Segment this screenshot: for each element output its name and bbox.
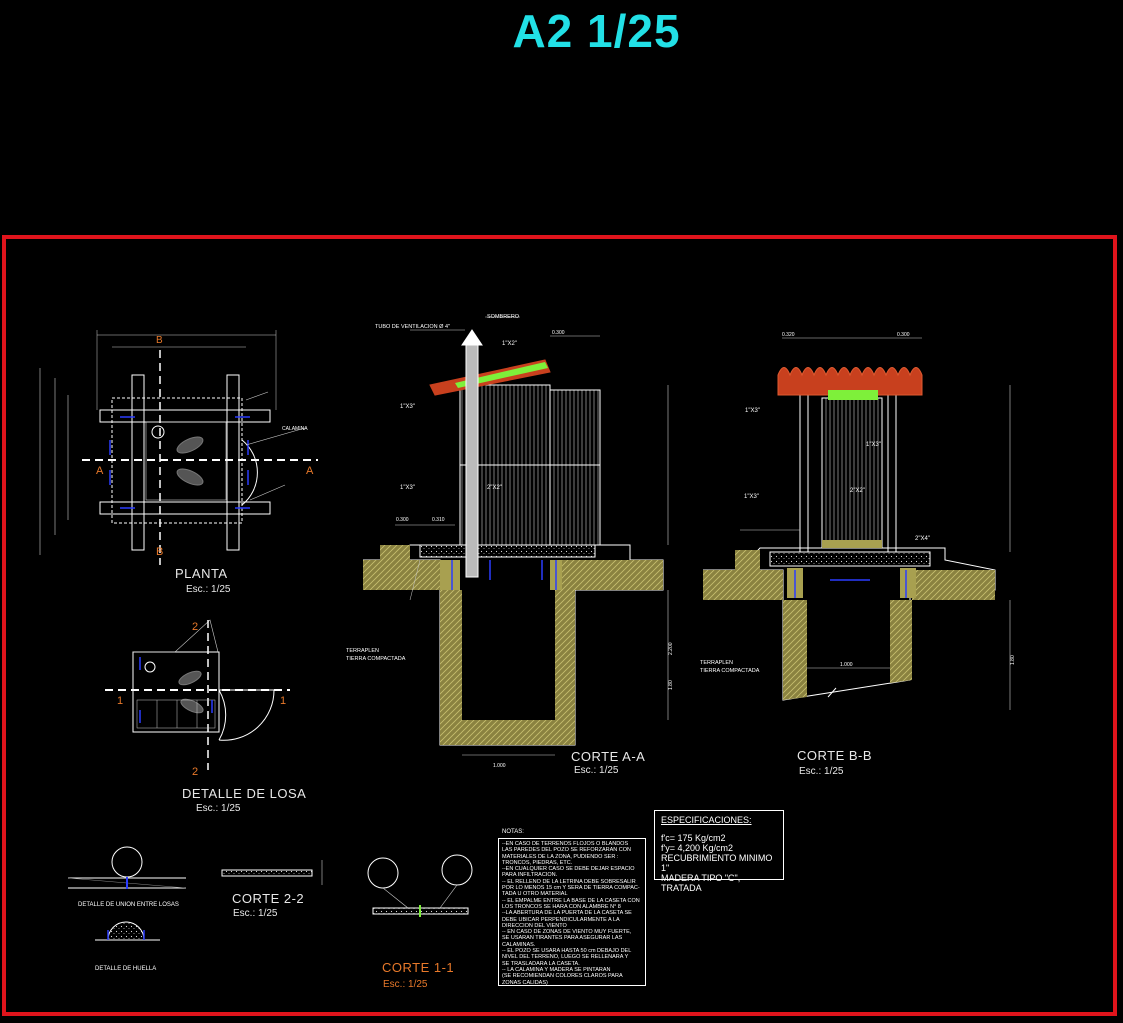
aa-dim-3: 0.300 <box>552 330 565 336</box>
aa-dim-4: 1.000 <box>493 763 506 769</box>
note-line: POR LO MENOS 15 cm Y SERA DE TIERRA COMP… <box>502 885 640 892</box>
corte-aa-scale: Esc.: 1/25 <box>574 765 619 776</box>
corte-aa-title: CORTE A-A <box>571 749 646 764</box>
planta-view <box>39 330 318 565</box>
corte-aa-view <box>363 316 669 756</box>
aa-2x2-label: 2"X2" <box>487 485 502 491</box>
detalle-union-view <box>67 846 187 889</box>
note-line: --EN CUALQUIER CASO SE DEBE DEJAR ESPACI… <box>502 866 635 873</box>
note-line: -- EL RELLENO DE LA LETRINA DEBE SOBRESA… <box>502 878 636 885</box>
aa-1x3-label: 1"X3" <box>400 485 415 491</box>
bb-2x4-label: 2"X4" <box>915 536 930 542</box>
corte-bb-blue-rebar <box>794 570 907 598</box>
note-line: TADA U OTRO MATERIAL <box>502 891 568 898</box>
spec-line: f'y= 4,200 Kg/cm2 <box>661 843 734 853</box>
note-line: PARA INFILTRACION. <box>502 872 558 879</box>
aa-dim-1: 0.300 <box>396 517 409 523</box>
section-mark-2-top: 2 <box>192 621 198 633</box>
planta-title: PLANTA <box>175 566 228 581</box>
spec-line: f'c= 175 Kg/cm2 <box>661 833 726 843</box>
corte-aa-blue-rebar <box>451 560 557 590</box>
aa-dim-5: 1.80 <box>668 680 674 690</box>
aa-tierra-label: TIERRA COMPACTADA <box>346 656 406 662</box>
corte-11-view <box>367 854 473 917</box>
detalle-losa-title: DETALLE DE LOSA <box>182 786 307 801</box>
aa-1x2-label: 1"X2" <box>502 341 517 347</box>
detalle-huella-title: DETALLE DE HUELLA <box>95 966 157 972</box>
note-line: CALAMINAS. <box>502 941 536 948</box>
note-line: NIVEL DEL TERRENO, LUEGO SE RELLENARA Y <box>502 954 629 961</box>
note-line: LOS TRONCOS SE HARA CON ALAMBRE N° 8 <box>502 903 621 910</box>
notes-title: NOTAS: <box>502 829 524 835</box>
corte-bb-scale: Esc.: 1/25 <box>799 766 844 777</box>
aa-terraplen-label: TERRAPLEN <box>346 648 379 654</box>
spec-line: MADERA TIPO "C", TRATADA <box>661 873 741 893</box>
bb-1x3-label-top: 1"X3" <box>745 408 760 414</box>
sombrero-label: SOMBRERO <box>487 314 520 320</box>
corte-bb-title: CORTE B-B <box>797 748 873 763</box>
note-line: -- EN CASO DE ZONAS DE VIENTO MUY FUERTE… <box>502 929 632 936</box>
bb-dim-2: 0.300 <box>897 332 910 338</box>
bb-terraplen-label: TERRAPLEN <box>700 660 733 666</box>
note-line: -- LA CALAMINA Y MADERA SE PINTARAN <box>502 966 611 973</box>
section-mark-2-bottom: 2 <box>192 766 198 778</box>
note-line: --LA ABERTURA DE LA PUERTA DE LA CASETA … <box>502 910 632 917</box>
section-mark-b-bottom: B <box>156 546 163 558</box>
note-line: -- EL POZO SE USARA HASTA 50 cm DEBAJO D… <box>502 948 632 955</box>
bb-dim-4: 1.80 <box>1010 655 1016 665</box>
bb-dim-1: 0.320 <box>782 332 795 338</box>
bb-2x2-label: 2"X2" <box>850 488 865 494</box>
note-line: DIRECCION DEL VIENTO <box>502 922 567 929</box>
note-line: ZONAS CALIDAS) <box>502 979 548 986</box>
calamina-label: CALAMINA <box>282 426 308 432</box>
note-line: --EN CASO DE TERRENOS FLOJOS O BLANDOS <box>502 841 629 847</box>
note-line: -- EL EMPALME ENTRE LA BASE DE LA CASETA… <box>502 897 640 904</box>
bb-1x3-label-mid: 1"X3" <box>866 442 881 448</box>
detalle-union-title: DETALLE DE UNION ENTRE LOSAS <box>78 902 179 908</box>
detalle-huella-view <box>95 921 160 941</box>
note-line: DEBE UBICAR PERPENDICULARMENTE A LA <box>502 916 620 923</box>
corte-22-view <box>221 860 323 885</box>
corte-22-scale: Esc.: 1/25 <box>233 908 278 919</box>
detalle-losa-scale: Esc.: 1/25 <box>196 803 241 814</box>
tubo-label: TUBO DE VENTILACION Ø 4" <box>375 324 450 330</box>
section-mark-a-left: A <box>96 465 104 477</box>
section-mark-1-right: 1 <box>280 695 286 707</box>
note-line: SE USARAN TIRANTES PARA ASEGURAR LAS <box>502 935 623 942</box>
corte-11-scale: Esc.: 1/25 <box>383 979 428 990</box>
aa-1x3-label-top: 1"X3" <box>400 404 415 410</box>
corte-bb-view <box>703 337 1011 710</box>
sheet-title: A2 1/25 <box>512 5 681 57</box>
drawing-frame <box>2 235 1117 1016</box>
section-mark-b-top: B <box>156 335 163 346</box>
aa-dim-6: 2.200 <box>668 642 674 655</box>
bb-dim-3: 1.000 <box>840 662 853 668</box>
note-line: SE TRASLADARA LA CASETA. <box>502 960 580 967</box>
planta-scale: Esc.: 1/25 <box>186 584 231 595</box>
corte-11-title: CORTE 1-1 <box>382 960 455 975</box>
notes-box: --EN CASO DE TERRENOS FLOJOS O BLANDOS L… <box>498 838 646 986</box>
spec-line: RECUBRIMIENTO MINIMO 1" <box>661 853 773 873</box>
note-line: LAS PAREDES DEL POZO SE REFORZARAN CON <box>502 847 631 854</box>
section-mark-a-right: A <box>306 465 314 477</box>
specifications-box: ESPECIFICACIONES: f'c= 175 Kg/cm2 f'y= 4… <box>654 810 784 893</box>
corte-22-title: CORTE 2-2 <box>232 891 305 906</box>
specifications-title: ESPECIFICACIONES: <box>661 815 752 825</box>
detalle-losa-view <box>105 619 290 770</box>
note-line: (SE RECOMIENDAN COLORES CLAROS PARA <box>502 973 623 980</box>
section-mark-1-left: 1 <box>117 695 123 707</box>
aa-dim-2: 0.310 <box>432 517 445 523</box>
note-line: MATERIALES DE LA ZONA, PUDIENDO SER : <box>502 853 619 860</box>
bb-tierra-label: TIERRA COMPACTADA <box>700 668 760 674</box>
note-line: TRONCOS, PIEDRAS, ETC. <box>502 859 573 866</box>
bb-1x3-label: 1"X3" <box>744 494 759 500</box>
